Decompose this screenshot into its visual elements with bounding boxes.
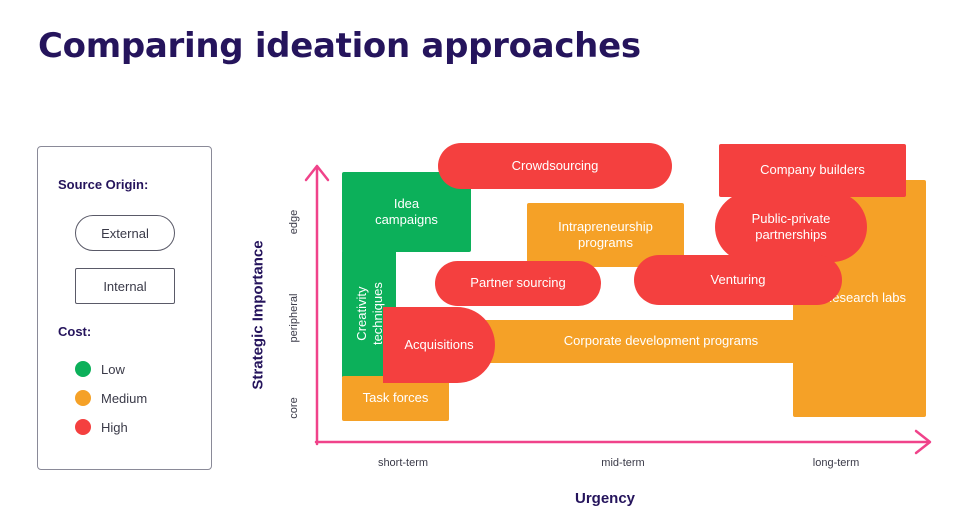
x-tick-mid-term: mid-term <box>601 457 645 469</box>
cost-low-label: Low <box>101 361 125 377</box>
intrapreneurship-label: Intrapreneurship programs <box>558 219 653 252</box>
source-origin-heading: Source Origin: <box>58 177 149 192</box>
y-axis-label: Strategic Importance <box>249 240 267 390</box>
idea-campaigns-line2: campaigns <box>375 212 438 227</box>
cost-heading: Cost: <box>58 324 92 339</box>
page-title: Comparing ideation approaches <box>38 26 641 66</box>
cost-high-label: High <box>101 419 128 435</box>
public-private-line1: Public-private <box>751 210 831 226</box>
x-tick-short-term: short-term <box>377 457 429 469</box>
creativity-techniques-line1: Creativity <box>353 286 369 342</box>
public-private-block: Public-private partnerships <box>715 192 867 262</box>
x-axis-label: Urgency <box>574 490 636 507</box>
y-tick-edge: edge <box>288 209 300 235</box>
intrapreneurship-line1: Intrapreneurship <box>558 218 653 234</box>
idea-campaigns-line1: Idea <box>393 195 420 211</box>
company-builders-block: Company builders <box>719 144 906 197</box>
legend-internal: Internal <box>75 268 175 304</box>
venturing-label: Venturing <box>710 271 766 287</box>
orange-dot-icon <box>75 390 91 406</box>
public-private-line2: partnerships <box>755 227 827 242</box>
cost-medium-label: Medium <box>101 390 148 406</box>
creativity-techniques-label: Creativity techniques <box>353 283 384 346</box>
green-dot-icon <box>75 361 91 377</box>
y-axis-arrow-icon <box>304 164 330 182</box>
acquisitions-label: Acquisitions <box>404 336 474 352</box>
task-forces-block: Task forces <box>342 376 449 421</box>
legend-panel: Source Origin: External Internal Cost: L… <box>37 146 212 470</box>
corporate-development-label: Corporate development programs <box>563 333 759 349</box>
partner-sourcing-block: Partner sourcing <box>435 261 601 306</box>
creativity-techniques-line2: techniques <box>369 282 385 346</box>
idea-campaigns-label: Idea campaigns <box>375 196 438 229</box>
research-labs-label: Research labs <box>822 290 906 306</box>
crowdsourcing-block: Crowdsourcing <box>438 143 672 189</box>
public-private-label: Public-private partnerships <box>752 211 831 244</box>
legend-cost-medium: Medium <box>75 390 147 406</box>
company-builders-label: Company builders <box>760 162 865 178</box>
crowdsourcing-label: Crowdsourcing <box>511 157 599 173</box>
intrapreneurship-line2: programs <box>578 235 633 250</box>
task-forces-label: Task forces <box>362 390 429 406</box>
red-dot-icon <box>75 419 91 435</box>
x-axis-arrow-icon <box>914 429 932 455</box>
legend-cost-high: High <box>75 419 128 435</box>
partner-sourcing-label: Partner sourcing <box>470 275 566 291</box>
venturing-block: Venturing <box>634 255 842 305</box>
y-tick-peripheral: peripheral <box>288 293 300 343</box>
y-tick-core: core <box>288 397 300 419</box>
legend-external: External <box>75 215 175 251</box>
acquisitions-block: Acquisitions <box>383 307 495 383</box>
corporate-development-block: Corporate development programs <box>466 320 816 363</box>
legend-cost-low: Low <box>75 361 125 377</box>
x-tick-long-term: long-term <box>812 457 860 469</box>
